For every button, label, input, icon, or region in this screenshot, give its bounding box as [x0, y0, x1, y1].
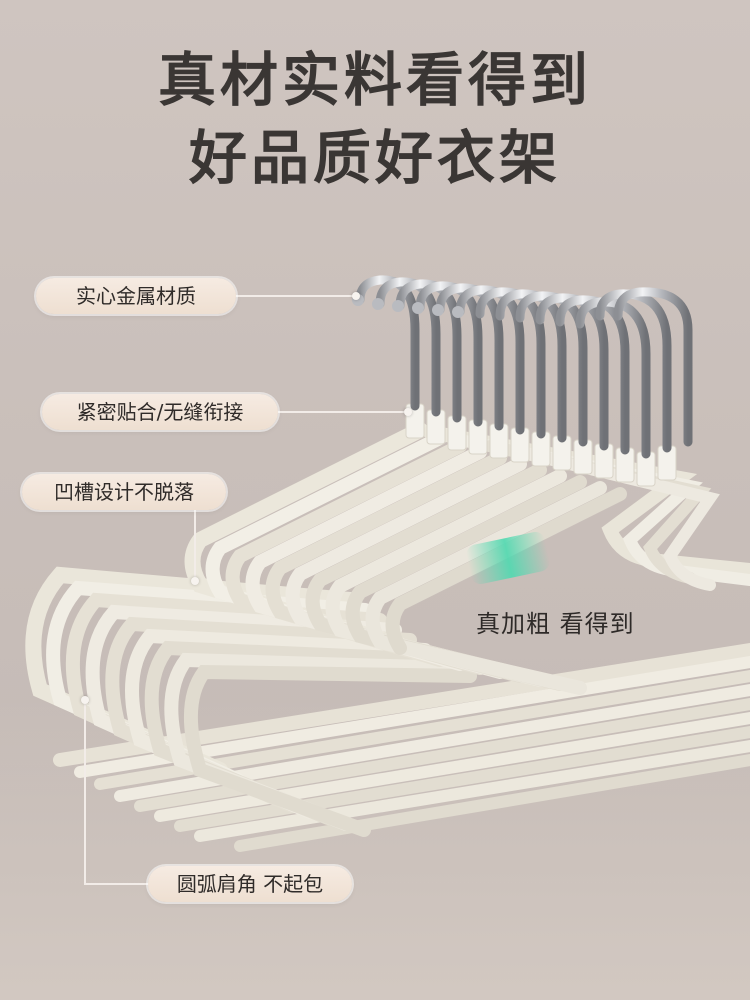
callout-dot-shoulder [81, 696, 89, 704]
hanger-collars [405, 403, 677, 487]
callout-dot-groove [191, 577, 199, 585]
leader-line-metal [236, 295, 354, 297]
leader-line-shoulder-v [84, 700, 86, 884]
hook-tips [352, 294, 464, 318]
callout-rounded-shoulder: 圆弧肩角 不起包 [148, 866, 352, 902]
headline-line-2: 好品质好衣架 [188, 124, 561, 192]
callout-groove-design: 凹槽设计不脱落 [22, 474, 226, 510]
callout-solid-metal: 实心金属材质 [36, 278, 236, 314]
leader-line-groove [194, 508, 196, 580]
thickness-highlight [466, 531, 550, 585]
callout-dot-metal [352, 292, 360, 300]
leader-line-shoulder-h [84, 883, 150, 885]
headline-line-1: 真材实料看得到 [157, 46, 592, 114]
hanger-upper-arms [184, 422, 750, 695]
metal-hooks [355, 275, 693, 459]
callout-seamless-joint: 紧密贴合/无缝衔接 [42, 394, 278, 430]
callout-dot-seamless [404, 408, 412, 416]
leader-line-seamless [278, 411, 404, 413]
thickness-caption: 真加粗 看得到 [476, 610, 635, 638]
hanger-shoulder-ends [25, 566, 477, 837]
